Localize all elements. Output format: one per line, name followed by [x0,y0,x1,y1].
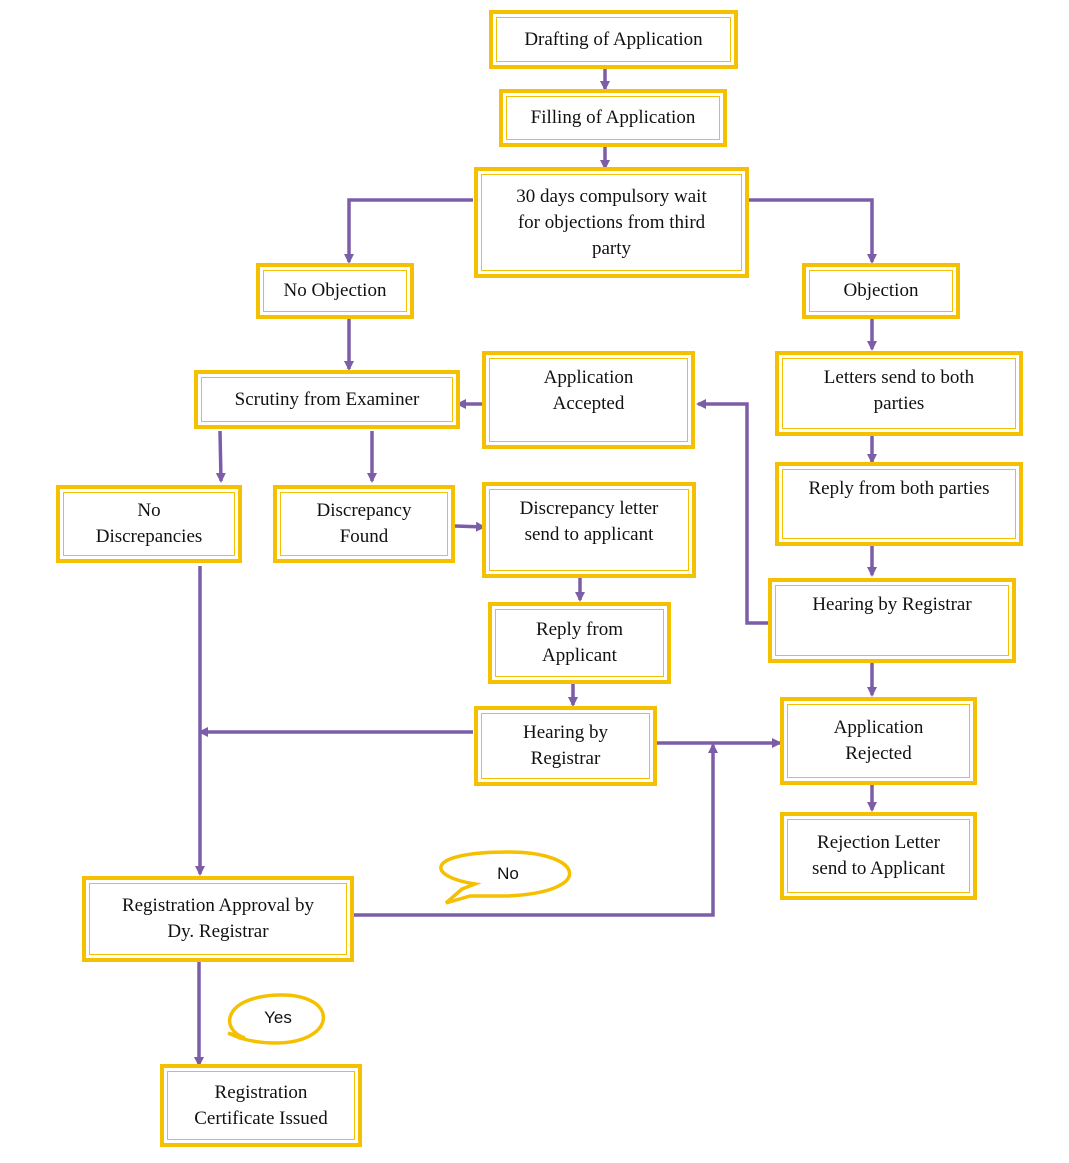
drafting-box: Drafting of Application [489,10,738,69]
no-objection-box: No Objection [256,263,414,319]
no-objection-label: No Objection [283,280,387,301]
reply-both-label: Reply from both parties [808,478,990,499]
letters-both-label: Letters send to both parties [823,367,975,414]
approval-box: Registration Approval by Dy. Registrar [82,876,354,962]
hearing-registrar-mid-box: Hearing by Registrar [474,706,657,786]
discrepancy-letter-box: Discrepancy letter send to applicant [482,482,696,578]
filling-box: Filling of Application [499,89,727,147]
no-bubble-label: No [497,864,519,883]
no-discrepancies-box: No Discrepancies [56,485,242,563]
arrow-scrutiny-nodiscrepancies [215,430,226,483]
reply-applicant-label: Reply from Applicant [535,619,624,666]
rejected-box: Application Rejected [780,697,977,785]
no-discrepancies-label: No Discrepancies [95,500,203,547]
arrow-wait-objection [748,198,877,264]
certificate-label: Registration Certificate Issued [194,1081,328,1129]
objection-box: Objection [802,263,960,319]
scrutiny-box: Scrutiny from Examiner [194,370,460,429]
rejected-label: Application Rejected [833,717,924,764]
wait-box: 30 days compulsory wait for objections f… [474,167,749,278]
filling-label: Filling of Application [530,107,696,128]
yes-bubble [227,993,326,1045]
certificate-box: Registration Certificate Issued [160,1064,362,1147]
hearing-registrar-right-label: Hearing by Registrar [812,594,972,615]
yes-bubble-label: Yes [264,1008,292,1027]
discrepancy-found-label: Discrepancy Found [316,500,412,547]
discrepancy-letter-label: Discrepancy letter send to applicant [519,498,659,545]
accepted-box: Application Accepted [482,351,695,449]
no-bubble [439,850,572,905]
accepted-label: Application Accepted [543,367,634,414]
hearing-registrar-mid-label: Hearing by Registrar [523,722,608,769]
wait-label: 30 days compulsory wait for objections f… [516,185,707,259]
hearing-registrar-right-box: Hearing by Registrar [768,578,1016,663]
scrutiny-label: Scrutiny from Examiner [234,388,420,410]
reply-both-box: Reply from both parties [775,462,1023,546]
reply-applicant-box: Reply from Applicant [488,602,671,684]
discrepancy-found-box: Discrepancy Found [273,485,455,563]
objection-label: Objection [843,280,919,301]
arrow-hearing-right-accepted [696,399,768,625]
rejection-letter-label: Rejection Letter send to Applicant [812,832,945,879]
rejection-letter-box: Rejection Letter send to Applicant [780,812,977,900]
arrow-discrepancy-letter [454,521,486,532]
drafting-label: Drafting of Application [524,28,703,50]
approval-label: Registration Approval by Dy. Registrar [121,895,315,942]
letters-both-box: Letters send to both parties [775,351,1023,436]
arrow-wait-noobjection [344,198,473,264]
arrow-approval-no-up [353,743,718,917]
